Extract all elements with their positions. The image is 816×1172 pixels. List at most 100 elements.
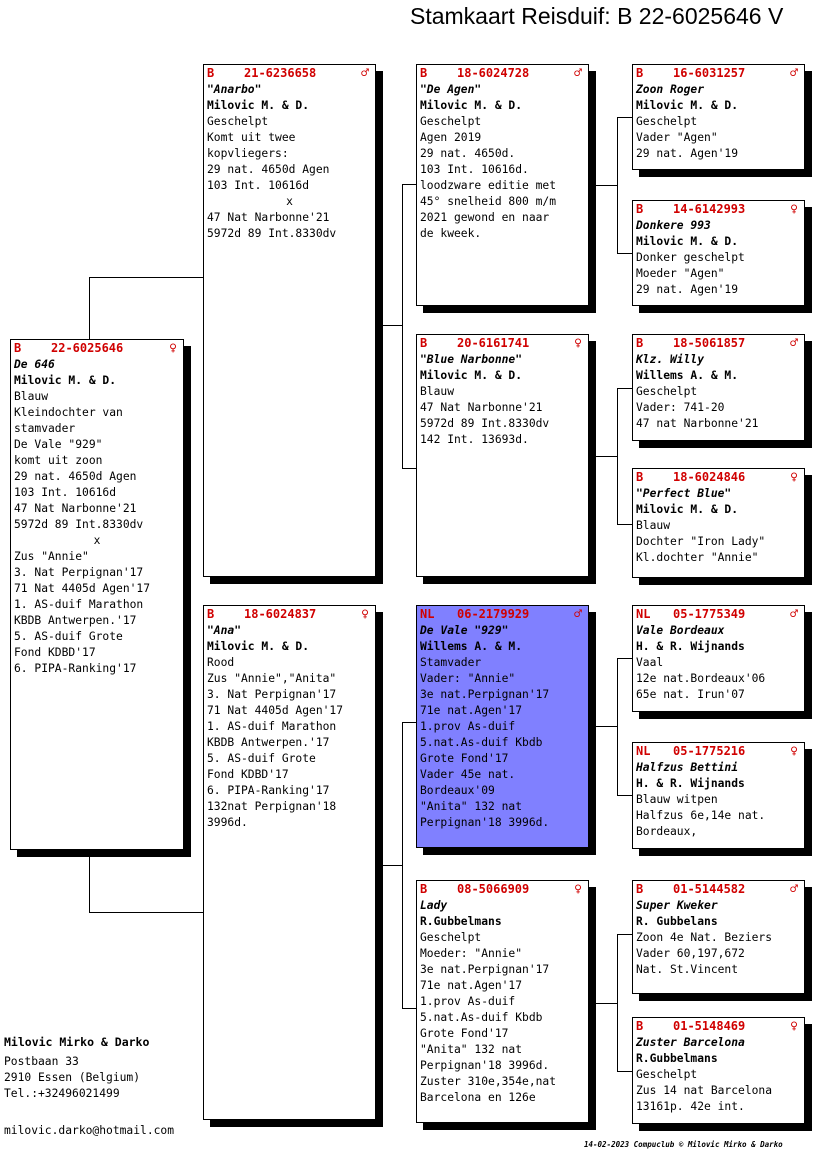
card-detail-line: Zus "Annie","Anita" bbox=[207, 672, 337, 685]
country-code: B bbox=[636, 66, 644, 80]
breeder-address-line: 2910 Essen (Belgium) bbox=[4, 1071, 141, 1084]
card-detail-line: 5. AS-duif Grote bbox=[14, 630, 123, 643]
ring-number: 05-1775349 bbox=[673, 607, 746, 621]
ring-number: 06-2179929 bbox=[457, 607, 530, 621]
card-detail-line: Komt uit twee bbox=[207, 131, 296, 144]
card-detail-line: 103 Int. 10616d. bbox=[420, 163, 529, 176]
card-detail-line: Zoon 4e Nat. Beziers bbox=[636, 931, 773, 944]
card-detail-line: Stamvader bbox=[420, 656, 482, 669]
card-detail-line: Blauw bbox=[420, 385, 455, 398]
card-detail-line: Vader: 741-20 bbox=[636, 401, 725, 414]
card-detail-line: 6. PIPA-Ranking'17 bbox=[14, 662, 137, 675]
card-detail-line: 29 nat. 4650d Agen bbox=[207, 163, 330, 176]
card-detail-line: 29 nat. Agen'19 bbox=[636, 147, 739, 160]
card-detail-line: Zus "Annie" bbox=[14, 550, 89, 563]
card-detail-line: 29 nat. 4650d Agen bbox=[14, 470, 137, 483]
card-detail-line: 71e nat.Agen'17 bbox=[420, 979, 523, 992]
country-code: NL bbox=[420, 607, 435, 621]
footer-credit: 14-02-2023 Compuclub © Milovic Mirko & D… bbox=[584, 1140, 783, 1149]
card-detail-line: "Anita" 132 nat bbox=[420, 1043, 523, 1056]
card-header: B 16-6031257 ♂ bbox=[636, 65, 801, 82]
card-detail-line: Agen 2019 bbox=[420, 131, 482, 144]
card-detail-line: 71 Nat 4405d Agen'17 bbox=[14, 582, 151, 595]
owner-name: Milovic M. & D. bbox=[636, 503, 739, 516]
card-detail-line: Blauw bbox=[636, 519, 671, 532]
card-detail-line: Moeder "Agen" bbox=[636, 267, 725, 280]
female-symbol-icon: ♀ bbox=[790, 1019, 798, 1034]
card-detail-line: 3. Nat Perpignan'17 bbox=[14, 566, 144, 579]
owner-name: Willems A. & M. bbox=[636, 369, 739, 382]
male-symbol-icon: ♂ bbox=[574, 66, 582, 81]
card-detail-line: 29 nat. 4650d. bbox=[420, 147, 516, 160]
pigeon-name: De Vale "929" bbox=[420, 624, 509, 637]
country-code: B bbox=[420, 336, 428, 350]
card-detail-line: Geschelpt bbox=[636, 115, 698, 128]
card-detail-line: 5972d 89 Int.8330dv bbox=[14, 518, 144, 531]
card-detail-line: Blauw bbox=[14, 390, 49, 403]
card-detail-line: Perpignan'18 3996d. bbox=[420, 816, 550, 829]
card-detail-line: Rood bbox=[207, 656, 235, 669]
country-code: B bbox=[420, 882, 428, 896]
card-detail-line: 1.prov As-duif bbox=[420, 995, 516, 1008]
pigeon-name: "Anarbo" bbox=[207, 83, 262, 96]
card-detail-line: 13161p. 42e int. bbox=[636, 1100, 745, 1113]
owner-name: Milovic M. & D. bbox=[14, 374, 117, 387]
card-detail-line: KBDB Antwerpen.'17 bbox=[14, 614, 137, 627]
owner-name: Milovic M. & D. bbox=[636, 99, 739, 112]
ring-number: 20-6161741 bbox=[457, 336, 530, 350]
page-title: Stamkaart Reisduif: B 22-6025646 V bbox=[410, 3, 784, 29]
card-detail-line: Moeder: "Annie" bbox=[420, 947, 523, 960]
female-symbol-icon: ♀ bbox=[361, 607, 369, 622]
card-detail-line: Geschelpt bbox=[636, 1068, 698, 1081]
card-detail-line: Nat. St.Vincent bbox=[636, 963, 739, 976]
card-detail-line: Bordeaux'09 bbox=[420, 784, 495, 797]
breeder-phone: Tel.:+32496021499 bbox=[4, 1087, 120, 1100]
pigeon-name: Zuster Barcelona bbox=[636, 1036, 745, 1049]
card-detail-line: "Anita" 132 nat bbox=[420, 800, 523, 813]
country-code: B bbox=[636, 336, 644, 350]
breeder-email[interactable]: milovic.darko@hotmail.com bbox=[4, 1124, 175, 1137]
pigeon-name: Vale Bordeaux bbox=[636, 624, 725, 637]
card-detail-line: kopvliegers: bbox=[207, 147, 289, 160]
card-detail-line: 5972d 89 Int.8330dv bbox=[420, 417, 550, 430]
owner-name: Milovic M. & D. bbox=[420, 369, 523, 382]
ring-number: 01-5144582 bbox=[673, 882, 746, 896]
country-code: B bbox=[207, 66, 215, 80]
male-symbol-icon: ♂ bbox=[790, 66, 798, 81]
card-detail-line: Kleindochter van bbox=[14, 406, 123, 419]
pigeon-name: De 646 bbox=[14, 358, 55, 371]
card-detail-line: de kweek. bbox=[420, 227, 482, 240]
card-detail-line: De Vale "929" bbox=[14, 438, 103, 451]
country-code: NL bbox=[636, 744, 651, 758]
card-detail-line: 5. AS-duif Grote bbox=[207, 752, 316, 765]
card-detail-line: 1. AS-duif Marathon bbox=[14, 598, 144, 611]
pigeon-name: Donkere 993 bbox=[636, 219, 711, 232]
ring-number: 16-6031257 bbox=[673, 66, 746, 80]
female-symbol-icon: ♀ bbox=[790, 202, 798, 217]
pigeon-name: "Perfect Blue" bbox=[636, 487, 732, 500]
card-detail-line: x bbox=[286, 195, 293, 208]
ring-number: 22-6025646 bbox=[51, 341, 124, 355]
ring-number: 18-6024837 bbox=[244, 607, 317, 621]
card-detail-line: 29 nat. Agen'19 bbox=[636, 283, 739, 296]
card-detail-line: Vader "Agen" bbox=[636, 131, 718, 144]
female-symbol-icon: ♀ bbox=[790, 744, 798, 759]
